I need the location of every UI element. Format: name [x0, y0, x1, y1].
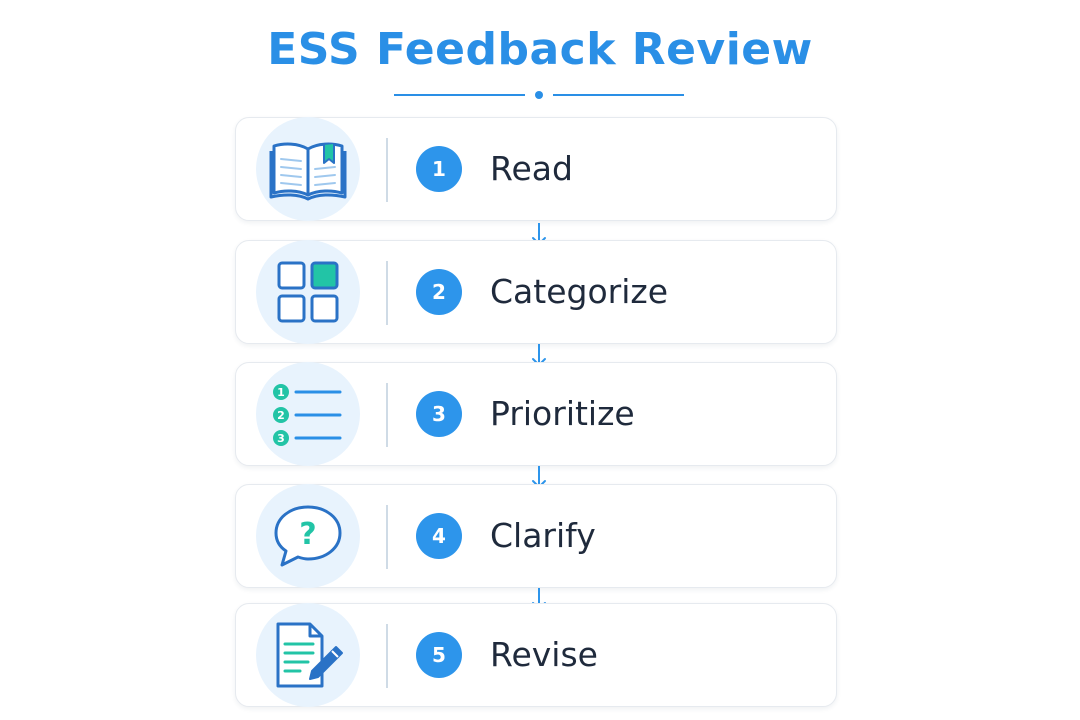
step-label: Read	[490, 149, 573, 188]
step-label: Categorize	[490, 272, 669, 311]
numbered-list-icon: 1 2 3	[273, 384, 342, 446]
question-mark: ?	[299, 517, 316, 552]
step-label: Clarify	[490, 516, 596, 555]
step-icon-container: ?	[256, 484, 360, 588]
step-card-prioritize: 1 2 3 3 Prioritize	[235, 362, 837, 466]
open-book-icon	[269, 142, 347, 201]
step-number-badge: 2	[416, 269, 462, 315]
card-divider	[386, 624, 388, 688]
list-number: 1	[277, 386, 285, 399]
card-divider	[386, 505, 388, 569]
list-number: 2	[277, 409, 285, 422]
step-icon-container: 1 2 3	[256, 362, 360, 466]
card-divider	[386, 383, 388, 447]
title-divider	[394, 91, 684, 99]
step-card-categorize: 2 Categorize	[235, 240, 837, 344]
step-number-badge: 1	[416, 146, 462, 192]
question-bubble-icon: ?	[274, 505, 342, 567]
diagram-title: ESS Feedback Review	[267, 24, 813, 75]
step-card-revise: 5 Revise	[235, 603, 837, 707]
document-edit-icon	[276, 622, 343, 688]
step-label: Revise	[490, 635, 598, 674]
step-icon-container	[256, 117, 360, 221]
step-icon-container	[256, 240, 360, 344]
step-number-badge: 4	[416, 513, 462, 559]
step-number-badge: 3	[416, 391, 462, 437]
step-icon-container	[256, 603, 360, 707]
grid-categories-icon	[277, 261, 339, 323]
step-number-badge: 5	[416, 632, 462, 678]
list-number: 3	[277, 432, 285, 445]
card-divider	[386, 138, 388, 202]
step-card-clarify: ? 4 Clarify	[235, 484, 837, 588]
step-label: Prioritize	[490, 394, 635, 433]
card-divider	[386, 261, 388, 325]
step-card-read: 1 Read	[235, 117, 837, 221]
